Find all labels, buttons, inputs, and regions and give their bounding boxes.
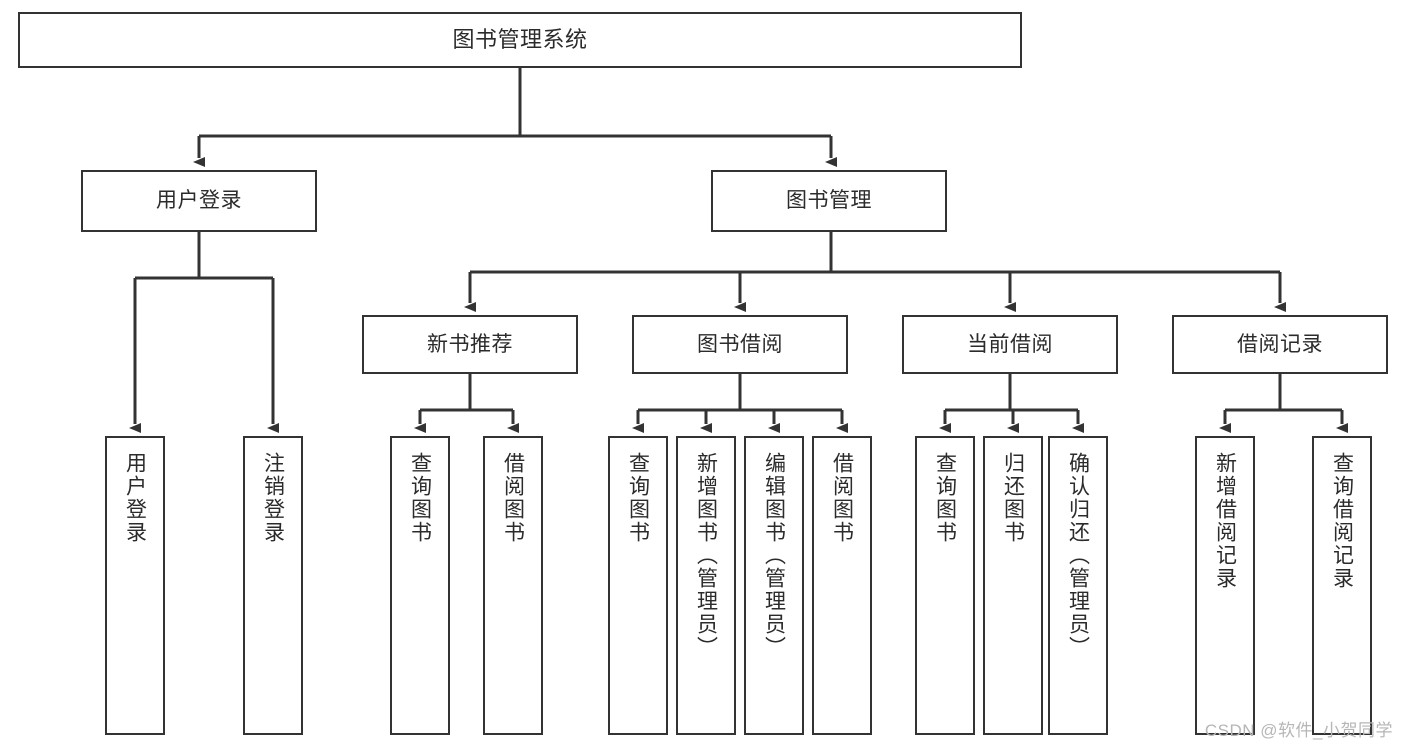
node-label: 当前借阅: [967, 332, 1053, 356]
node-leaf-query-book-3[interactable]: 查询图书: [915, 436, 975, 735]
node-leaf-add-book[interactable]: 新增图书（管理员）: [676, 436, 736, 735]
node-label: 查询图书: [408, 452, 432, 544]
node-label: 用户登录: [123, 452, 147, 544]
node-leaf-logout-login[interactable]: 注销登录: [243, 436, 303, 735]
node-leaf-confirm-return[interactable]: 确认归还（管理员）: [1048, 436, 1108, 735]
node-label: 新增借阅记录: [1213, 452, 1237, 590]
node-label: 用户登录: [156, 189, 242, 213]
node-label: 查询借阅记录: [1330, 452, 1354, 590]
node-root-book-management-system[interactable]: 图书管理系统: [18, 12, 1022, 68]
node-label: 确认归还（管理员）: [1066, 452, 1090, 659]
node-leaf-query-book-2[interactable]: 查询图书: [608, 436, 668, 735]
watermark-text: CSDN @软件_小贺同学: [1204, 721, 1393, 740]
node-label: 新书推荐: [427, 332, 513, 356]
node-leaf-user-login[interactable]: 用户登录: [105, 436, 165, 735]
node-leaf-query-book-1[interactable]: 查询图书: [390, 436, 450, 735]
node-label: 图书管理: [786, 189, 872, 213]
node-label: 借阅图书: [830, 452, 854, 544]
node-book-borrow[interactable]: 图书借阅: [632, 315, 848, 374]
node-label: 注销登录: [261, 452, 285, 544]
node-label: 查询图书: [933, 452, 957, 544]
node-label: 借阅记录: [1237, 332, 1323, 356]
node-leaf-borrow-book-1[interactable]: 借阅图书: [483, 436, 543, 735]
node-label: 新增图书（管理员）: [694, 452, 718, 659]
node-leaf-query-record[interactable]: 查询借阅记录: [1312, 436, 1372, 735]
node-user-login[interactable]: 用户登录: [81, 170, 317, 232]
node-label: 借阅图书: [501, 452, 525, 544]
node-leaf-return-book[interactable]: 归还图书: [983, 436, 1043, 735]
node-leaf-borrow-book-2[interactable]: 借阅图书: [812, 436, 872, 735]
node-book-manage[interactable]: 图书管理: [711, 170, 947, 232]
node-label: 图书管理系统: [452, 26, 588, 52]
node-new-book-recommend[interactable]: 新书推荐: [362, 315, 578, 374]
node-leaf-edit-book[interactable]: 编辑图书（管理员）: [744, 436, 804, 735]
node-label: 归还图书: [1001, 452, 1025, 544]
node-leaf-add-record[interactable]: 新增借阅记录: [1195, 436, 1255, 735]
node-current-borrow[interactable]: 当前借阅: [902, 315, 1118, 374]
node-label: 图书借阅: [697, 332, 783, 356]
node-borrow-record[interactable]: 借阅记录: [1172, 315, 1388, 374]
node-label: 查询图书: [626, 452, 650, 544]
node-label: 编辑图书（管理员）: [762, 452, 786, 659]
